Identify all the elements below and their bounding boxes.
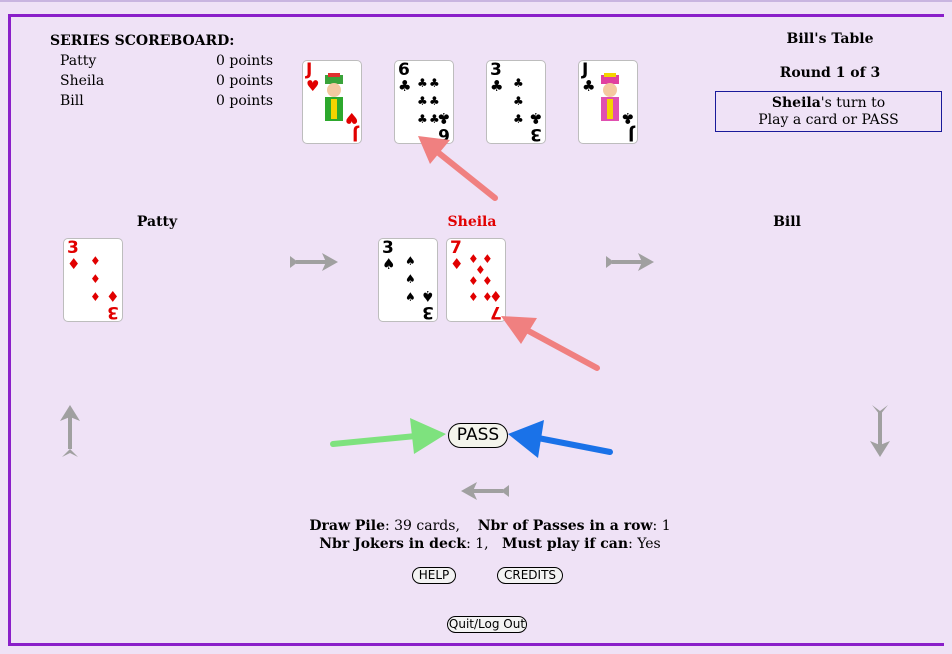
direction-arrow-right-icon (606, 253, 654, 271)
annotation-arrow-green-icon (330, 418, 446, 454)
round-indicator: Round 1 of 3 (779, 65, 881, 81)
card-suit: ♣ (398, 77, 412, 95)
card-suit: ♠ (420, 287, 434, 305)
patty-card-three-diamonds: 3 ♦ ♦ ♦ ♦ ♦ 3 (63, 238, 123, 322)
turn-suffix: 's turn to (820, 95, 886, 111)
card-rank: J (306, 60, 313, 80)
passes-value: : 1 (652, 518, 671, 534)
card-suit: ♣ (528, 109, 542, 127)
played-card-six-clubs: 6 ♣ ♣♣ ♣♣ ♣♣ ♣ 6 (394, 60, 454, 144)
pass-button[interactable]: PASS (448, 423, 508, 448)
card-rank: J (351, 124, 358, 144)
player-name-patty: Patty (136, 214, 178, 230)
card-suit: ♦ (67, 255, 81, 273)
card-suit: ♥ (306, 77, 320, 95)
must-play-value: : Yes (628, 536, 661, 552)
card-rank: 3 (422, 302, 434, 322)
sheila-card-three-spades[interactable]: 3 ♠ ♠ ♠ ♠ ♠ 3 (378, 238, 438, 322)
turn-player: Sheila (771, 95, 821, 111)
scoreboard-row: Bill 0 points (60, 93, 274, 109)
help-button[interactable]: HELP (412, 567, 456, 584)
jack-face-icon (325, 73, 343, 121)
player-name-bill: Bill (773, 214, 801, 230)
card-rank: 3 (382, 238, 394, 258)
scoreboard-points: 0 points (216, 73, 274, 89)
card-rank: J (627, 124, 634, 144)
jack-face-icon (601, 73, 619, 121)
status-line-1: Draw Pile: 39 cards, Nbr of Passes in a … (300, 518, 680, 534)
must-play-label: Must play if can (501, 536, 629, 552)
card-suit: ♦ (450, 255, 464, 273)
scoreboard-player-name: Patty (60, 53, 97, 69)
played-card-three-clubs: 3 ♣ ♣ ♣ ♣ ♣ 3 (486, 60, 546, 144)
annotation-arrow-icon (418, 136, 498, 201)
quit-logout-button[interactable]: Quit/Log Out (447, 616, 527, 633)
card-suit: ♣ (436, 109, 450, 127)
card-rank: 6 (398, 60, 410, 80)
turn-box: Sheila's turn to Play a card or PASS (715, 91, 942, 132)
card-suit: ♣ (582, 77, 596, 95)
scoreboard-row: Patty 0 points (60, 53, 274, 69)
draw-pile-label: Draw Pile (309, 518, 385, 534)
card-suit: ♦ (488, 287, 502, 305)
played-card-jack-clubs: J ♣ ♣ J (578, 60, 638, 144)
card-suit: ♣ (490, 77, 504, 95)
passes-label: Nbr of Passes in a row (477, 518, 653, 534)
card-rank: 3 (530, 124, 542, 144)
table-title: Bill's Table (786, 31, 874, 47)
credits-button[interactable]: CREDITS (497, 567, 563, 584)
scoreboard-player-name: Sheila (60, 73, 105, 89)
card-suit: ♣ (620, 109, 634, 127)
played-card-jack-hearts: J ♥ ♥ J (302, 60, 362, 144)
card-suit: ♦ (105, 287, 119, 305)
game-frame (8, 14, 944, 646)
sheila-card-seven-diamonds[interactable]: 7 ♦ ♦♦ ♦ ♦♦ ♦♦ ♦ 7 (446, 238, 506, 322)
card-suit: ♠ (382, 255, 396, 273)
card-rank: 3 (490, 60, 502, 80)
card-rank: 3 (107, 302, 119, 322)
annotation-arrow-blue-icon (508, 420, 613, 458)
card-rank: 7 (450, 238, 462, 258)
turn-action: Play a card or PASS (758, 112, 899, 128)
top-border (0, 0, 952, 2)
card-rank: 3 (67, 238, 79, 258)
jokers-label: Nbr Jokers in deck (319, 536, 467, 552)
draw-pile-value: : 39 cards, (384, 518, 460, 534)
player-name-sheila: Sheila (447, 214, 497, 230)
scoreboard-points: 0 points (216, 93, 274, 109)
scoreboard-row: Sheila 0 points (60, 73, 274, 89)
card-rank: J (582, 60, 589, 80)
direction-arrow-left-icon (461, 482, 509, 500)
card-suit: ♥ (344, 109, 358, 127)
direction-arrow-down-icon (870, 405, 890, 457)
scoreboard-title: SERIES SCOREBOARD: (50, 33, 235, 49)
direction-arrow-right-icon (290, 253, 338, 271)
scoreboard-points: 0 points (216, 53, 274, 69)
scoreboard-player-name: Bill (60, 93, 84, 109)
status-line-2: Nbr Jokers in deck: 1, Must play if can:… (300, 536, 680, 552)
annotation-arrow-icon (501, 316, 600, 371)
direction-arrow-up-icon (60, 405, 80, 457)
jokers-value: : 1, (466, 536, 489, 552)
